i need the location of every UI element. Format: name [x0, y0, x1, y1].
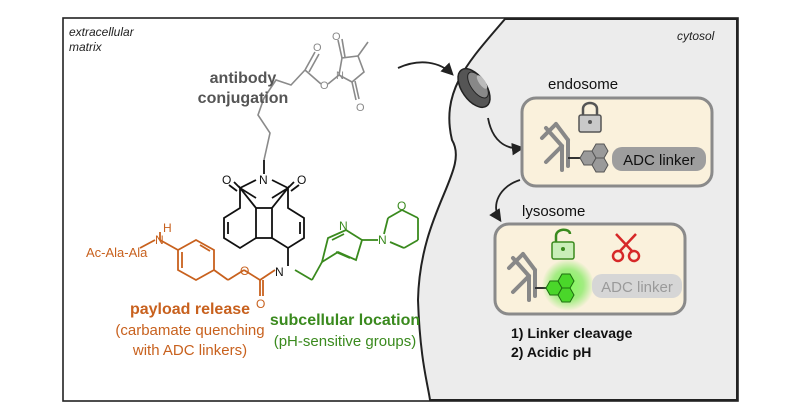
- lysosome-linker-text: ADC linker: [601, 279, 673, 296]
- payload-release-title: payload release: [130, 301, 250, 318]
- extracellular-label-line1: extracellular: [69, 25, 135, 39]
- carbamate-o2: O: [256, 297, 265, 311]
- conjugation-o3: O: [332, 31, 341, 43]
- to-lysosome-arrow: [489, 179, 521, 223]
- subcellular-group: [294, 209, 419, 281]
- conjugation-o4: O: [356, 102, 365, 114]
- lysosome-antibody-icon: [507, 252, 537, 302]
- antibody-conjugation-line2: conjugation: [198, 90, 289, 107]
- extracellular-label-line2: matrix: [69, 40, 103, 54]
- lock-open-icon: [551, 228, 575, 260]
- payload-release-line2: with ADC linkers): [132, 342, 247, 359]
- endosome-label: endosome: [548, 76, 618, 93]
- cytosol-label: cytosol: [677, 29, 715, 43]
- scissors-icon: [611, 233, 641, 263]
- carbamate-o1: O: [240, 264, 249, 278]
- endosome-linker-pill: [612, 147, 706, 171]
- endosome-antibody-icon: [540, 122, 570, 172]
- core-n: N: [259, 173, 268, 187]
- condition-step2: 2) Acidic pH: [511, 344, 591, 360]
- amine-n: N: [155, 233, 164, 247]
- naphthalimide-core: [223, 160, 305, 266]
- endosome-compartment: [520, 96, 714, 188]
- morpholine-o: O: [397, 199, 406, 213]
- lysosome-label: lysosome: [522, 203, 585, 220]
- peptide-label: Ac-Ala-Ala: [86, 245, 148, 260]
- lysosome-linker-pill: [592, 274, 682, 298]
- subcellular-title: subcellular location: [270, 312, 420, 329]
- endosome-payload-icon: [579, 143, 609, 173]
- endosome-linker-text: ADC linker: [623, 152, 695, 169]
- payload-release-line1: (carbamate quenching: [115, 322, 264, 339]
- lysosome-payload-icon: [545, 273, 575, 303]
- carbamate-n: N: [275, 265, 284, 279]
- conjugation-o2: O: [320, 80, 329, 92]
- core-o1: O: [222, 173, 231, 187]
- morpholine-n: N: [378, 233, 387, 247]
- core-o2: O: [297, 173, 306, 187]
- amine-h: H: [163, 221, 172, 235]
- uptake-arrow: [397, 61, 454, 76]
- conjugation-o1: O: [313, 42, 322, 54]
- pyridine-n: N: [339, 219, 348, 233]
- conjugation-handle: [257, 38, 369, 161]
- to-endosome-arrow: [487, 117, 525, 156]
- conjugation-n: N: [336, 70, 344, 82]
- payload-release-group: [139, 232, 276, 296]
- lock-closed-icon: [578, 101, 602, 133]
- antibody-conjugation-line1: antibody: [210, 70, 277, 87]
- condition-step1: 1) Linker cleavage: [511, 325, 633, 341]
- membrane-receptor-icon: [457, 67, 491, 109]
- subcellular-line1: (pH-sensitive groups): [274, 333, 417, 350]
